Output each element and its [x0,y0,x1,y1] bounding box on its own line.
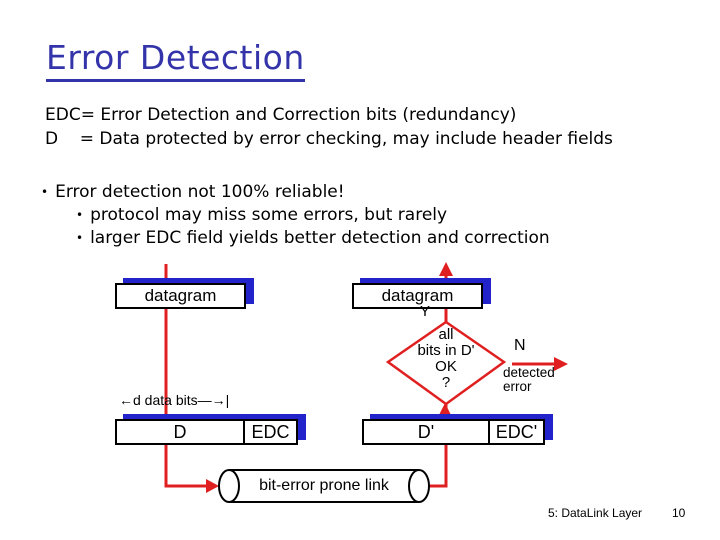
bullet-icon: • [41,185,49,199]
sender-data-cell: D [117,421,245,443]
bit-error-link-label: bit-error prone link [259,477,389,494]
receiver-frame-box: D' EDC' [362,419,545,445]
definition-text: EDC= Error Detection and Correction bits… [45,105,613,149]
decision-diamond-shape [385,320,507,406]
decision-line-3: OK [435,358,457,375]
bullet-main-text: Error detection not 100% reliable! [55,182,345,202]
decision-line-2: bits in D' [417,342,475,359]
bullet-main: • Error detection not 100% reliable! [41,182,345,202]
receiver-data-cell: D' [364,421,490,443]
bullet-sub-1: • protocol may miss some errors, but rar… [76,205,447,225]
bullet-icon: • [76,231,84,245]
bullet-sub-2: • larger EDC field yields better detecti… [76,228,550,248]
no-branch-label: N [514,337,526,354]
arrowhead-up-top-icon [439,262,453,276]
footer-page-number: 10 [672,506,686,520]
detected-error-line-1: detected [503,365,555,380]
sender-edc-cell: EDC [251,421,290,442]
sender-frame-box: D EDC [115,419,298,445]
red-flow-line-left [164,264,206,488]
link-cylinder-left-cap [218,469,240,503]
receiver-edc-cell: EDC' [495,421,538,442]
footer-section-label: 5: DataLink Layer [548,506,643,520]
arrowhead-detected-error-icon [554,357,568,371]
sender-datagram-label: datagram [144,286,217,305]
bullet-sub-2-text: larger EDC field yields better detection… [90,228,550,248]
receiver-datagram-label: datagram [381,286,454,305]
decision-text: all bits in D' OK ? [386,327,506,391]
decision-line-4: ? [441,374,451,391]
detected-error-line-2: error [503,379,532,394]
page-title: Error Detection [46,39,305,83]
arrowhead-into-diamond-icon [438,403,452,417]
bullet-sub-1-text: protocol may miss some errors, but rarel… [90,205,448,225]
sender-datagram-box: datagram [115,283,246,309]
detected-error-label: detected error [503,366,555,394]
yes-branch-label: Y [420,303,431,320]
bullet-icon: • [76,208,84,222]
receiver-datagram-box: datagram [352,283,483,309]
d-data-bits-measure: ←d data bits—→| [119,392,230,408]
arrowhead-into-link-icon [206,479,219,493]
link-cylinder-right-cap [408,469,430,503]
decision-line-1: all [438,326,454,343]
